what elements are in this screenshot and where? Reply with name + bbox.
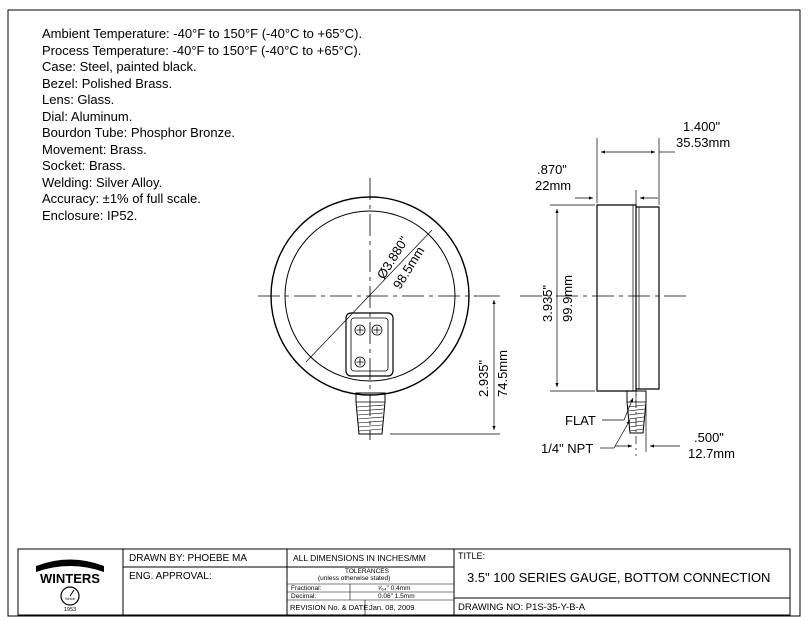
height-in-label: 2.935"	[476, 359, 491, 397]
tolerances-sub: (unless otherwise stated)	[318, 575, 391, 582]
revision-date: Jan. 08, 2009	[369, 603, 415, 612]
title-block-grid	[17, 548, 791, 616]
spec-item: Welding: Silver Alloy.	[42, 174, 163, 190]
spec-item: Bourdon Tube: Phosphor Bronze.	[42, 125, 235, 140]
npt-label: 1/4" NPT	[541, 441, 593, 456]
title-label: TITLE:	[458, 551, 486, 561]
fractional-label: Fractional:	[291, 585, 322, 592]
logo-gauge-icon	[60, 586, 80, 606]
logo-year: 1953	[64, 607, 76, 613]
side-in-label: 3.935"	[540, 284, 555, 322]
stem-front	[355, 392, 386, 435]
spec-list: Ambient Temperature: -40°F to 150°F (-40…	[42, 26, 362, 224]
decimal-value: 0.06" 1.5mm	[378, 593, 415, 600]
bezel-side	[636, 206, 660, 390]
spec-item: Dial: Aluminum.	[42, 108, 133, 124]
depth-mm-label: 35.53mm	[676, 135, 730, 150]
front-view	[258, 178, 500, 440]
drawn-by: DRAWN BY: PHOEBE MA	[129, 553, 247, 564]
drawing-number: DRAWING NO: P1S-35-Y-B-A	[458, 602, 586, 613]
case-side	[596, 204, 637, 392]
decimal-label: Decimal:	[291, 593, 317, 600]
spec-item: Lens: Glass.	[42, 92, 115, 107]
logo-brand: WINTERS	[40, 571, 100, 586]
spec-item: Bezel: Polished Brass.	[42, 75, 173, 91]
depth-in-label: 1.400"	[683, 119, 721, 134]
offset-in-label: .870"	[537, 162, 567, 177]
eng-approval: ENG. APPROVAL:	[129, 571, 212, 582]
fractional-value: ¹⁄₆₄" 0.4mm	[378, 585, 411, 592]
drawing-title: 3.5" 100 SERIES GAUGE, BOTTOM CONNECTION	[467, 570, 771, 585]
socket-plate-outer	[345, 312, 394, 377]
spec-item: Socket: Brass.	[42, 158, 126, 173]
sheet-border	[7, 9, 801, 617]
tolerances-heading: TOLERANCES	[345, 568, 389, 575]
stem-mm-label: 12.7mm	[688, 446, 735, 461]
offset-mm-label: 22mm	[535, 178, 571, 193]
stem-in-label: .500"	[694, 430, 724, 445]
spec-item: Ambient Temperature: -40°F to 150°F (-40…	[42, 26, 363, 41]
side-mm-label: 99.9mm	[560, 275, 575, 322]
dimensions-note: ALL DIMENSIONS IN INCHES/MM	[293, 553, 426, 563]
revision-label: REVISION No. & DATE:	[290, 603, 371, 612]
side-view	[520, 138, 690, 456]
logo-since: Since	[65, 596, 76, 601]
spec-item: Case: Steel, painted black.	[42, 59, 197, 74]
stem-side	[626, 390, 647, 434]
spec-item: Process Temperature: -40°F to 150°F (-40…	[42, 42, 362, 58]
spec-item: Movement: Brass.	[42, 141, 147, 157]
height-mm-label: 74.5mm	[495, 350, 510, 397]
winters-logo: WINTERS Since 1953	[36, 559, 104, 613]
flat-label: FLAT	[565, 413, 596, 428]
spec-item: Accuracy: ±1% of full scale.	[42, 191, 201, 206]
spec-item: Enclosure: IP52.	[42, 207, 138, 223]
socket-plate-inner	[350, 317, 389, 372]
